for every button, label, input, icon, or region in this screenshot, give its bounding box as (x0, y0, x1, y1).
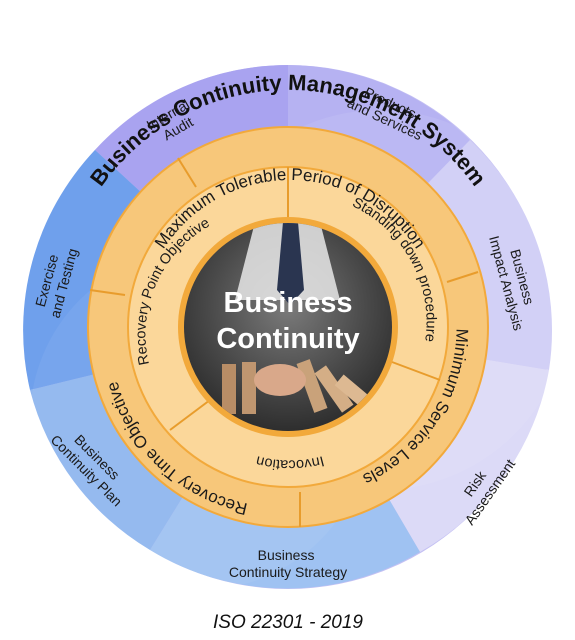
inner-divider (169, 399, 211, 431)
footer-iso-label: ISO 22301 - 2019 (213, 612, 363, 633)
domino-shape (222, 364, 236, 414)
middle-divider (446, 271, 479, 283)
hand-shape (254, 364, 306, 396)
center-title-line1: Business (224, 287, 353, 319)
center-photo: Business Continuity (178, 217, 398, 437)
middle-divider (177, 157, 197, 188)
domino-shape (314, 365, 354, 413)
label-business-continuity-strategy: Business Continuity Strategy (229, 547, 347, 580)
inner-label-invocation: Invocation (254, 452, 325, 472)
domino-shape (242, 362, 256, 414)
center-title-line2: Continuity (216, 323, 359, 355)
tie-shape (277, 223, 304, 305)
domino-shape (296, 359, 328, 413)
inner-divider (391, 361, 441, 381)
middle-divider (89, 289, 126, 296)
